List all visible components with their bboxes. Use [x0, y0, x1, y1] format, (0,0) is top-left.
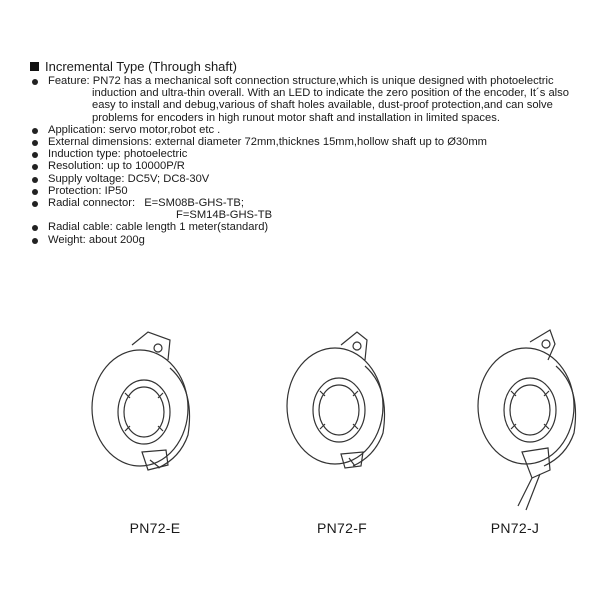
encoder-e-drawing	[91, 331, 191, 471]
feature-line-4: problems for encoders in high runout mot…	[92, 111, 500, 124]
product-figures: PN72-E PN72-F	[0, 320, 600, 550]
spec-label: Weight:	[48, 233, 86, 246]
bullet-icon	[32, 225, 38, 232]
spec-resolution: Resolution: up to 10000P/R	[30, 160, 595, 172]
spec-value: about 200g	[88, 233, 145, 246]
spec-label: Supply voltage:	[48, 172, 125, 185]
feature-line-1: PN72 has a mechanical soft connection st…	[92, 75, 554, 87]
bullet-icon	[32, 237, 38, 244]
connector-e: E=SM08B-GHS-TB;	[144, 197, 244, 210]
model-label: PN72-E	[129, 520, 181, 536]
encoder-j-drawing	[477, 329, 577, 511]
spec-list: Feature: PN72 has a mechanical soft conn…	[30, 75, 595, 246]
bullet-icon	[32, 164, 38, 171]
figure-pn72-f: PN72-F	[257, 320, 427, 545]
spec-label: Protection:	[48, 184, 102, 197]
spec-value: DC5V; DC8-30V	[127, 172, 210, 185]
spec-label: Application:	[48, 123, 106, 136]
spec-value: photoelectric	[123, 148, 188, 161]
model-label: PN72-F	[316, 520, 368, 536]
spec-weight: Weight: about 200g	[30, 234, 595, 246]
bullet-icon	[32, 79, 38, 85]
spec-label: Radial cable:	[48, 221, 113, 234]
bullet-icon	[32, 127, 38, 134]
spec-protection: Protection: IP50	[30, 185, 595, 197]
spec-value: cable length 1 meter(standard)	[115, 221, 269, 234]
feature-line-3: easy to install and debug,various of sha…	[92, 99, 553, 112]
spec-label: Resolution:	[48, 160, 104, 173]
spec-value: up to 10000P/R	[107, 160, 185, 173]
spec-label: Induction type:	[48, 148, 121, 161]
bullet-icon	[32, 188, 38, 195]
spec-label: Feature:	[48, 75, 90, 87]
spec-induction: Induction type: photoelectric	[30, 148, 595, 160]
spec-feature: Feature: PN72 has a mechanical soft conn…	[30, 75, 595, 124]
bullet-icon	[32, 201, 38, 208]
bullet-icon	[32, 176, 38, 183]
square-bullet-icon	[30, 62, 39, 71]
spec-voltage: Supply voltage: DC5V; DC8-30V	[30, 173, 595, 185]
model-label: PN72-J	[490, 520, 540, 536]
spec-label: Radial connector:	[48, 197, 136, 210]
bullet-icon	[32, 140, 38, 147]
bullet-icon	[32, 152, 38, 159]
figure-pn72-e: PN72-E	[70, 320, 240, 545]
section-header: Incremental Type (Through shaft)	[30, 59, 237, 74]
spec-label: External dimensions:	[48, 136, 152, 149]
spec-application: Application: servo motor,robot etc .	[30, 124, 595, 136]
spec-connector: Radial connector: E=SM08B-GHS-TB; F=SM14…	[30, 197, 595, 221]
section-title: Incremental Type (Through shaft)	[45, 59, 237, 74]
spec-value: external diameter 72mm,thicknes 15mm,hol…	[154, 136, 488, 149]
encoder-f-drawing	[286, 331, 386, 469]
spec-cable: Radial cable: cable length 1 meter(stand…	[30, 221, 595, 233]
spec-value: servo motor,robot etc .	[108, 123, 221, 136]
feature-line-2: induction and ultra-thin overall. With a…	[92, 87, 569, 100]
figure-pn72-j: PN72-J	[430, 320, 600, 545]
spec-value: IP50	[104, 184, 128, 197]
connector-f: F=SM14B-GHS-TB	[176, 209, 273, 222]
spec-dimensions: External dimensions: external diameter 7…	[30, 136, 595, 148]
